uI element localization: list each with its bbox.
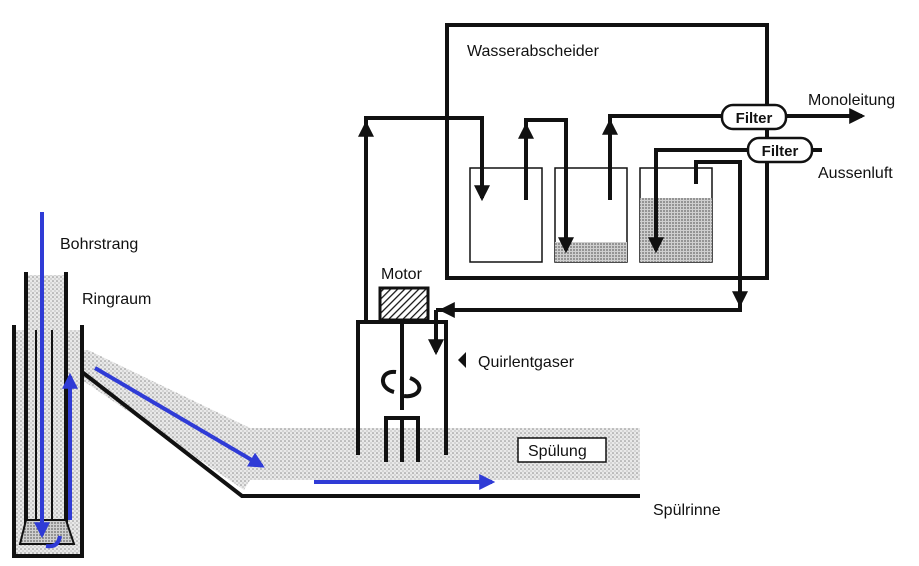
water-separator-label: Wasserabscheider: [467, 43, 600, 60]
degasser-pointer-icon: [458, 352, 466, 368]
outside-air-label: Aussenluft: [818, 165, 893, 182]
degasser-unit: [356, 286, 466, 462]
annulus-label: Ringraum: [82, 291, 151, 308]
mud-label: Spülung: [528, 443, 587, 460]
mud-label-box: [517, 437, 607, 463]
filter-mono: Filter: [720, 103, 788, 131]
filter-mono-label: Filter: [736, 110, 773, 127]
filter-air-label: Filter: [762, 143, 799, 160]
mud-trough-outline: [80, 370, 640, 498]
gas-pipes: [358, 108, 866, 322]
inclined-flow-arrow: [93, 366, 265, 468]
borehole: [12, 212, 84, 558]
motor-label: Motor: [381, 266, 423, 283]
mono-line-label: Monoleitung: [808, 92, 895, 109]
mud-trough-label: Spülrinne: [653, 502, 721, 519]
mud-body: [68, 350, 640, 498]
degasser-label: Quirlentgaser: [478, 354, 575, 371]
filter-air: Filter: [746, 136, 814, 164]
motor-box: [378, 286, 430, 322]
drill-string-label: Bohrstrang: [60, 236, 138, 253]
